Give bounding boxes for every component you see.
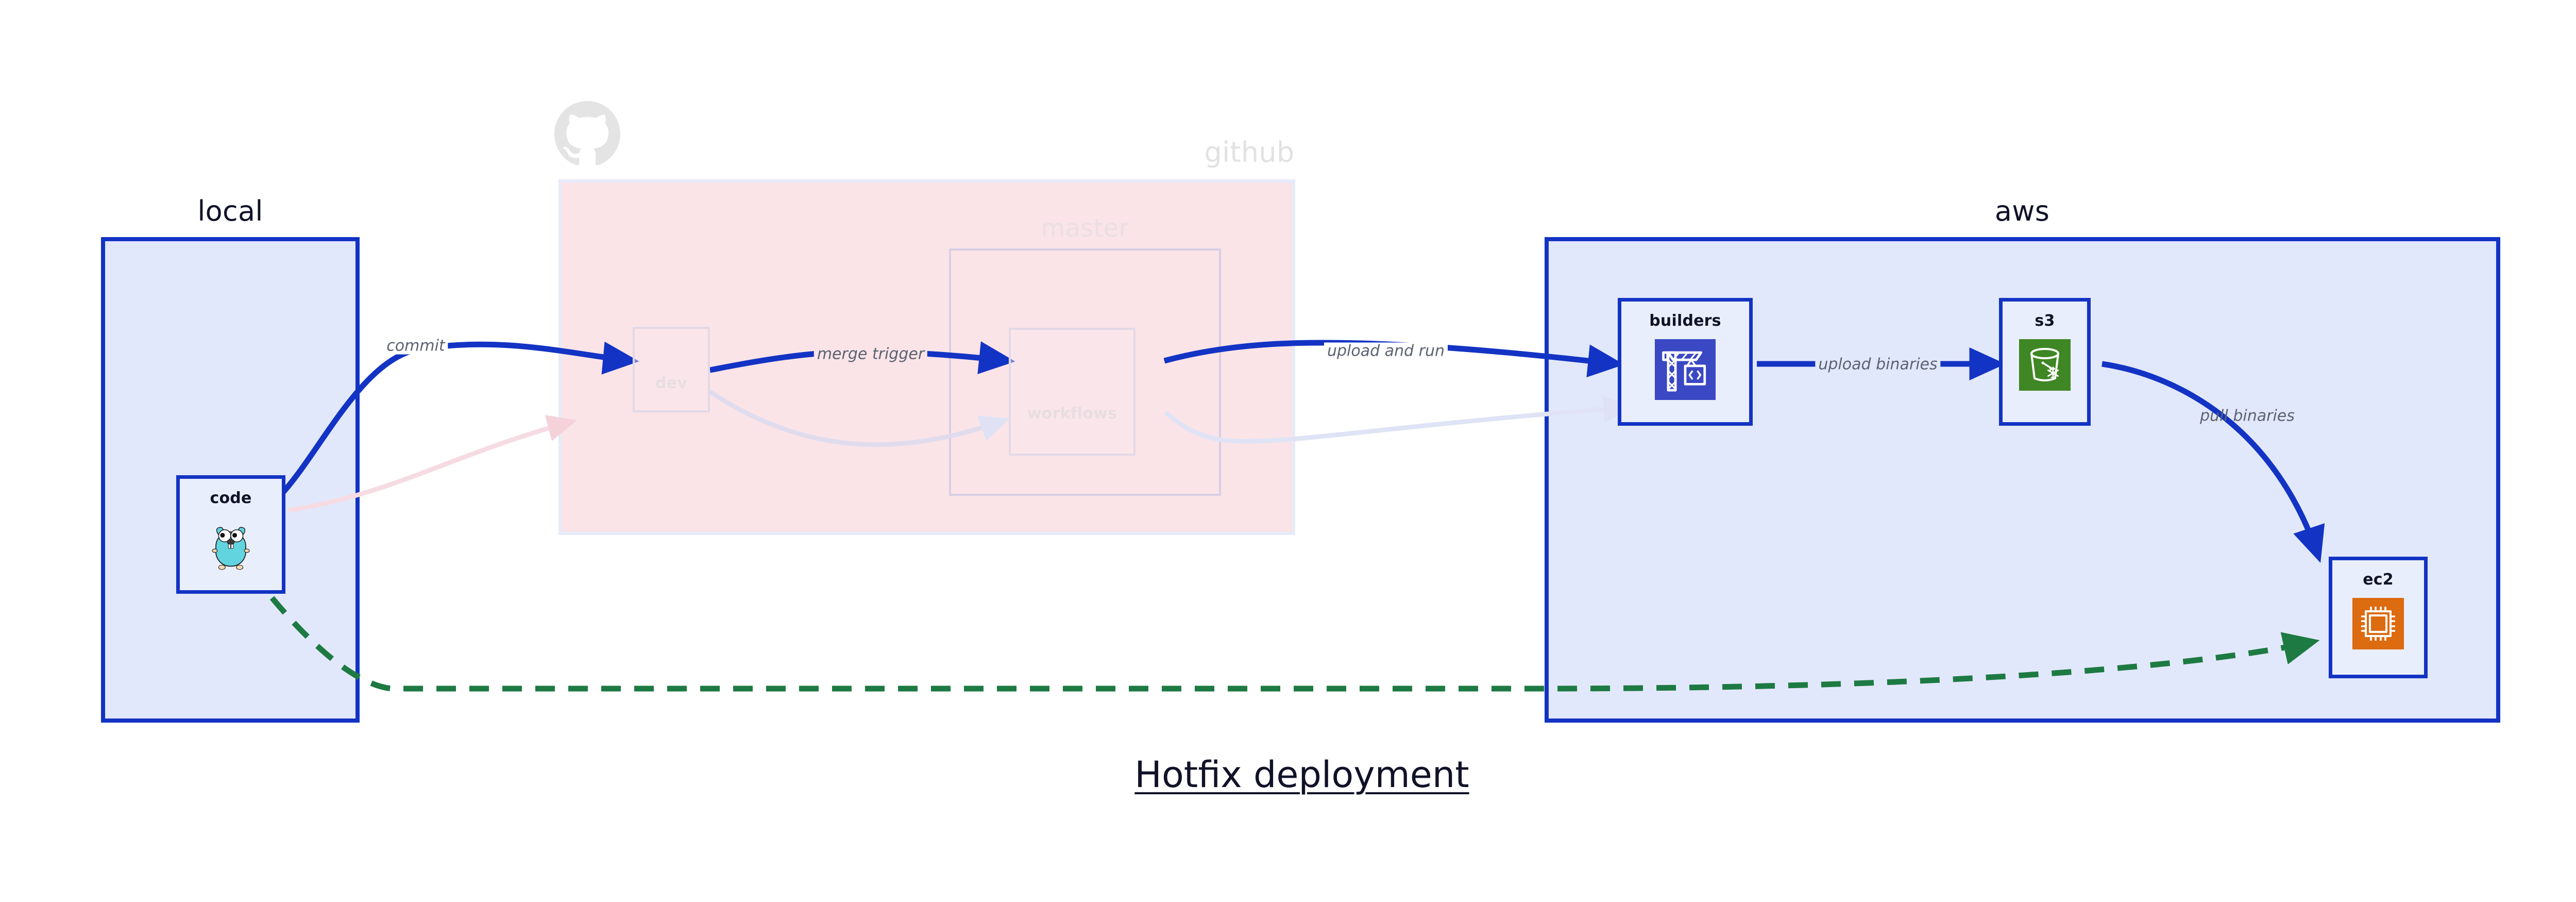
node-dev[interactable]: dev xyxy=(633,327,710,412)
node-builders[interactable]: builders xyxy=(1618,298,1753,426)
aws-s3-glacier-icon xyxy=(2019,339,2071,391)
aws-codebuild-icon xyxy=(1655,339,1716,400)
node-code-label: code xyxy=(210,489,252,507)
node-s3[interactable]: s3 xyxy=(1999,298,2091,426)
region-aws-label: aws xyxy=(1994,195,2050,227)
github-octocat-icon xyxy=(554,101,620,167)
page-title: Hotfix deployment xyxy=(1134,754,1469,796)
region-github-label: github xyxy=(1204,136,1295,169)
edge-label-commit: commit xyxy=(383,337,448,355)
node-code[interactable]: code xyxy=(176,475,285,594)
aws-ec2-icon xyxy=(2352,598,2404,649)
edge-label-merge-trigger: merge trigger xyxy=(814,345,928,363)
go-gopher-icon xyxy=(200,516,261,577)
edge-label-pull-binaries: pull binaries xyxy=(2200,407,2295,425)
node-dev-label: dev xyxy=(655,374,687,392)
node-workflows-label: workflows xyxy=(1027,404,1117,423)
region-master-label: master xyxy=(1041,214,1129,243)
node-s3-label: s3 xyxy=(2035,312,2055,330)
edge-label-upload-binaries: upload binaries xyxy=(1815,356,1941,373)
node-builders-label: builders xyxy=(1649,312,1721,330)
node-ec2[interactable]: ec2 xyxy=(2329,557,2428,678)
node-workflows[interactable]: workflows xyxy=(1009,328,1136,456)
node-ec2-label: ec2 xyxy=(2363,571,2394,589)
edge-label-upload-and-run: upload and run xyxy=(1324,342,1448,360)
region-local-label: local xyxy=(197,195,263,227)
